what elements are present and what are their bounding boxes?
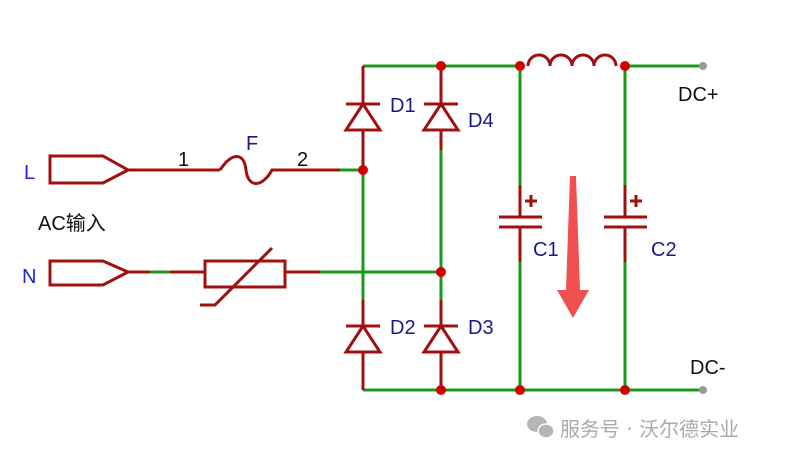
ac-input-label: AC输入 [38, 212, 106, 235]
capacitor-c2 [604, 185, 647, 262]
diode-d4 [421, 66, 461, 150]
junctions [358, 61, 707, 395]
fuse [218, 155, 340, 185]
dc-plus-label: DC+ [678, 84, 719, 106]
watermark-text: 服务号 · 沃尔德实业 [560, 417, 739, 441]
wires [150, 64, 703, 392]
d4-label: D4 [468, 110, 494, 132]
diode-d2 [343, 300, 383, 390]
c1-label: C1 [533, 239, 559, 261]
diode-d1 [343, 66, 383, 170]
neutral-input-connector [48, 259, 205, 287]
dc-minus-label: DC- [690, 357, 726, 379]
wechat-icon [527, 416, 555, 439]
line-input-connector [48, 154, 220, 185]
diode-d3 [421, 300, 461, 390]
d2-label: D2 [390, 317, 416, 339]
d1-label: D1 [390, 95, 416, 117]
fuse-label: F [246, 133, 258, 155]
capacitor-c1 [499, 185, 542, 262]
fuse-pin2-label: 2 [297, 149, 308, 171]
inductor [526, 53, 618, 67]
terminal-l-label: L [24, 162, 35, 184]
terminal-n-label: N [22, 266, 36, 288]
ntc-thermistor [200, 246, 320, 307]
fuse-pin1-label: 1 [178, 149, 189, 171]
d3-label: D3 [468, 317, 494, 339]
current-direction-arrow [557, 176, 589, 318]
c2-label: C2 [651, 239, 677, 261]
